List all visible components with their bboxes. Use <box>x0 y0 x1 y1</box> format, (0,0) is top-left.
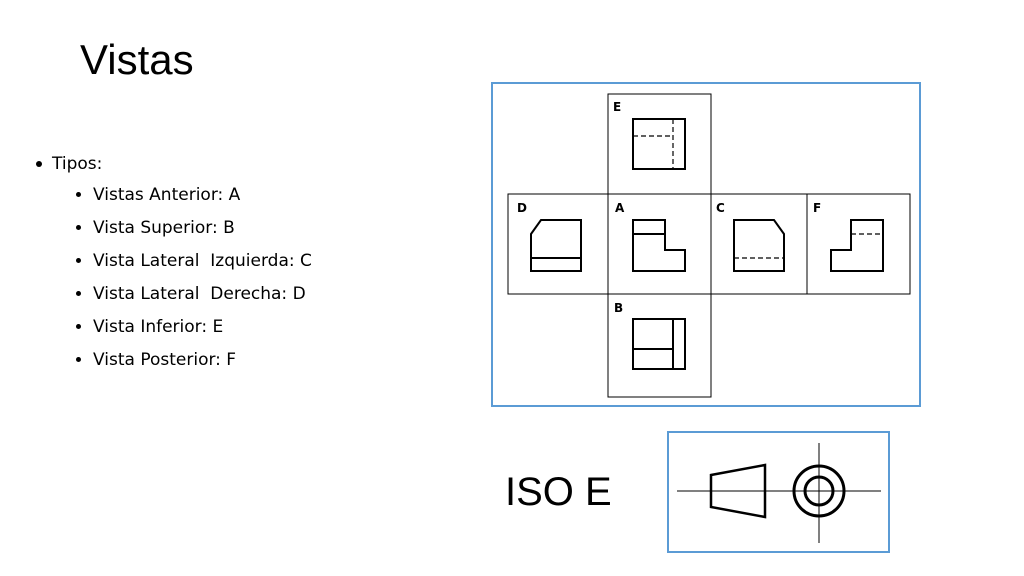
bullet-dot-icon <box>76 225 81 230</box>
sub-bullet-text: Vista Inferior: E <box>93 316 224 337</box>
sub-bullet-item: Vista Lateral Izquierda: C <box>76 244 312 277</box>
outer-circle <box>792 464 846 518</box>
bullet-list: Tipos: Vistas Anterior: A Vista Superior… <box>36 150 312 376</box>
label-c: C <box>716 201 725 215</box>
sub-bullet-item: Vista Lateral Derecha: D <box>76 277 312 310</box>
sub-bullet-text: Vista Lateral Izquierda: C <box>93 250 312 271</box>
label-f: F <box>813 201 821 215</box>
bullet-dot-icon <box>76 291 81 296</box>
cell-c <box>710 193 808 295</box>
sub-bullet-list: Vistas Anterior: A Vista Superior: B Vis… <box>76 178 312 376</box>
label-d: D <box>517 201 527 215</box>
label-a: A <box>615 201 625 215</box>
iso-symbol-frame <box>667 431 890 553</box>
label-b: B <box>614 301 623 315</box>
view-d-drawing <box>530 219 582 272</box>
bullet-dot-icon <box>76 192 81 197</box>
sub-bullet-text: Vista Posterior: F <box>93 349 237 370</box>
sub-bullet-item: Vista Posterior: F <box>76 343 312 376</box>
sub-bullet-text: Vistas Anterior: A <box>93 184 241 205</box>
views-diagram-frame: E D A C F B <box>491 82 921 407</box>
sub-bullet-item: Vista Inferior: E <box>76 310 312 343</box>
cell-f <box>806 193 911 295</box>
cell-e <box>607 93 712 195</box>
view-e-drawing <box>632 118 686 170</box>
label-e: E <box>613 100 621 114</box>
view-b-drawing <box>632 318 686 370</box>
sub-bullet-item: Vistas Anterior: A <box>76 178 312 211</box>
bullet-dot-icon <box>76 324 81 329</box>
bullet-text: Tipos: <box>52 154 103 174</box>
sub-bullet-text: Vista Superior: B <box>93 217 235 238</box>
views-diagram: E D A C F B <box>507 93 911 398</box>
iso-label: ISO E <box>505 470 612 514</box>
iso-e-projection-symbol <box>677 443 881 543</box>
view-f-drawing <box>830 219 884 272</box>
bullet-dot-icon <box>36 161 42 167</box>
cell-b <box>607 293 712 398</box>
bullet-dot-icon <box>76 357 81 362</box>
sub-bullet-item: Vista Superior: B <box>76 211 312 244</box>
slide-title: Vistas <box>80 36 194 83</box>
bullet-dot-icon <box>76 258 81 263</box>
inner-circle <box>803 475 835 507</box>
view-a-drawing <box>632 219 686 272</box>
bullet-item-tipos: Tipos: <box>36 150 312 178</box>
view-c-drawing <box>733 219 785 272</box>
truncated-cone-shape <box>709 463 767 519</box>
sub-bullet-text: Vista Lateral Derecha: D <box>93 283 306 304</box>
